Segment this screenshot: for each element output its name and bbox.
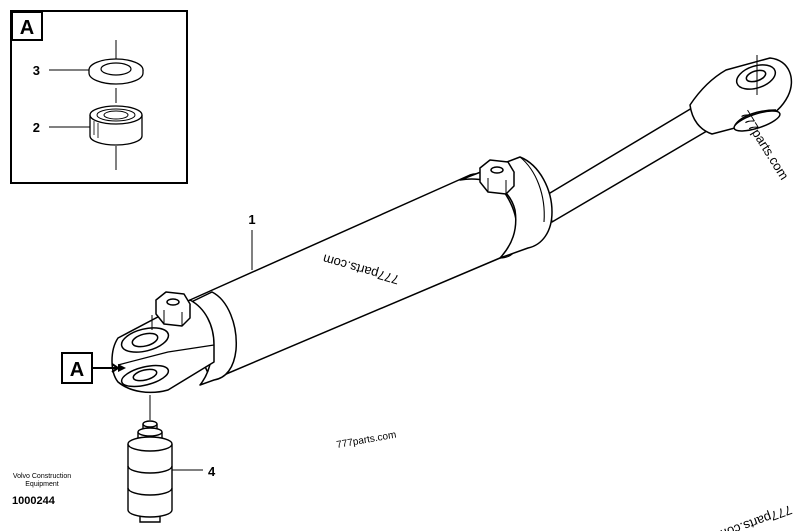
washer-part — [49, 40, 144, 85]
callout-2: 2 — [33, 120, 40, 135]
footer-line2: Equipment — [25, 481, 59, 488]
detail-reference-label: A — [70, 359, 84, 381]
callout-3: 3 — [33, 63, 40, 78]
base-clevis — [111, 299, 215, 420]
rod-eye — [689, 55, 793, 135]
head-hex-nut — [479, 159, 515, 195]
watermark-bottom-right: 777parts.com — [715, 502, 794, 531]
piston-rod — [544, 107, 713, 223]
cylinder-barrel — [189, 173, 519, 381]
detail-box: A 3 2 — [10, 10, 188, 184]
footer-number: 1000244 — [12, 495, 56, 507]
footer: Volvo Construction Equipment 1000244 — [12, 473, 71, 507]
callout-1: 1 — [248, 212, 255, 227]
detail-reference: A — [61, 352, 126, 384]
bearing-part — [49, 88, 143, 170]
hydraulic-cylinder — [111, 55, 793, 420]
footer-line1: Volvo Construction — [13, 473, 71, 480]
callout-4: 4 — [208, 464, 216, 479]
detail-box-label: A — [20, 17, 34, 39]
base-hex-nut — [155, 291, 191, 327]
bushing-part — [127, 420, 203, 523]
watermark-lower: 777parts.com — [336, 430, 398, 451]
